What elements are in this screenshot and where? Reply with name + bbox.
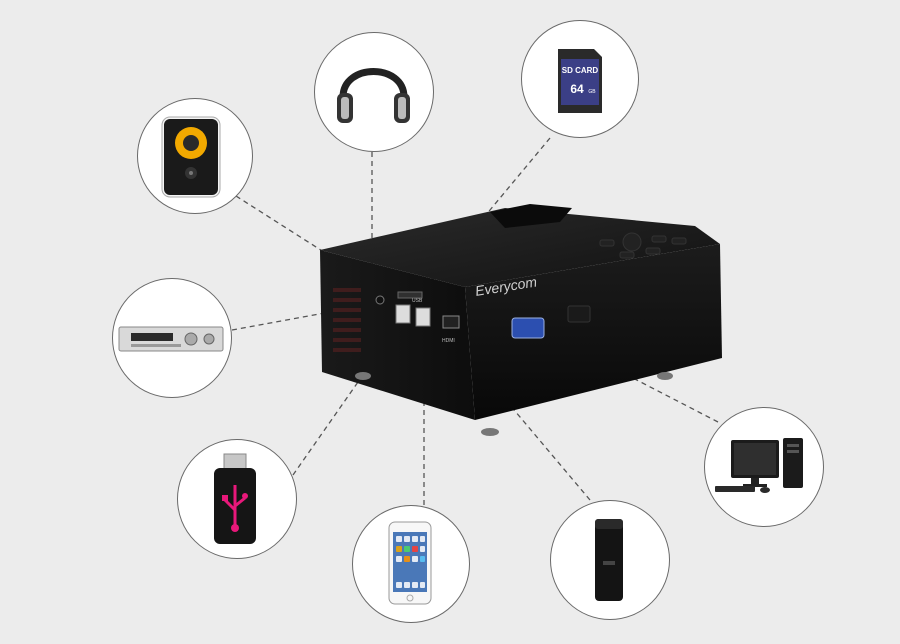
projector-front <box>465 244 722 420</box>
projector-top <box>320 208 720 287</box>
wifi-dongle-icon <box>595 519 623 601</box>
connector-line-speaker <box>235 195 361 276</box>
sd-card-icon: SD CARD 64 GB <box>558 49 602 113</box>
projector-lens-housing <box>490 204 572 228</box>
connector-line-usb-drive <box>292 371 366 476</box>
connector-line-av-receiver <box>231 311 331 331</box>
sd-card-title-text: SD CARD <box>562 66 599 75</box>
projector-port-audio <box>375 295 385 305</box>
projector-port-usb-2 <box>415 307 431 327</box>
bubble-smartphone <box>352 505 470 623</box>
bubble-sd-card: SD CARD 64 GB <box>521 20 639 138</box>
projector-port-usb-1 <box>395 304 411 324</box>
projector-hdmi-label: HDMI <box>442 338 455 344</box>
bubble-headphones <box>314 32 434 152</box>
speaker-icon <box>161 116 221 198</box>
usb-drive-icon <box>214 453 256 544</box>
headphones-icon <box>337 68 410 123</box>
bubble-wifi-dongle <box>550 500 670 620</box>
bubble-desktop-computer <box>704 407 824 527</box>
smartphone-icon <box>388 521 432 605</box>
projector-port-sd-slot <box>397 291 423 299</box>
bubble-av-receiver <box>112 278 232 398</box>
desktop-computer-icon <box>715 438 803 493</box>
projector-port-vga <box>511 317 545 339</box>
projector-usb-label: USB <box>412 298 423 304</box>
bubble-usb-drive <box>177 439 297 559</box>
bubble-speaker <box>137 98 253 214</box>
projector-port-hdmi <box>442 315 460 329</box>
sd-card-capacity-text: 64 <box>570 82 584 96</box>
av-receiver-icon <box>118 326 224 352</box>
sd-card-unit-text: GB <box>588 89 596 95</box>
